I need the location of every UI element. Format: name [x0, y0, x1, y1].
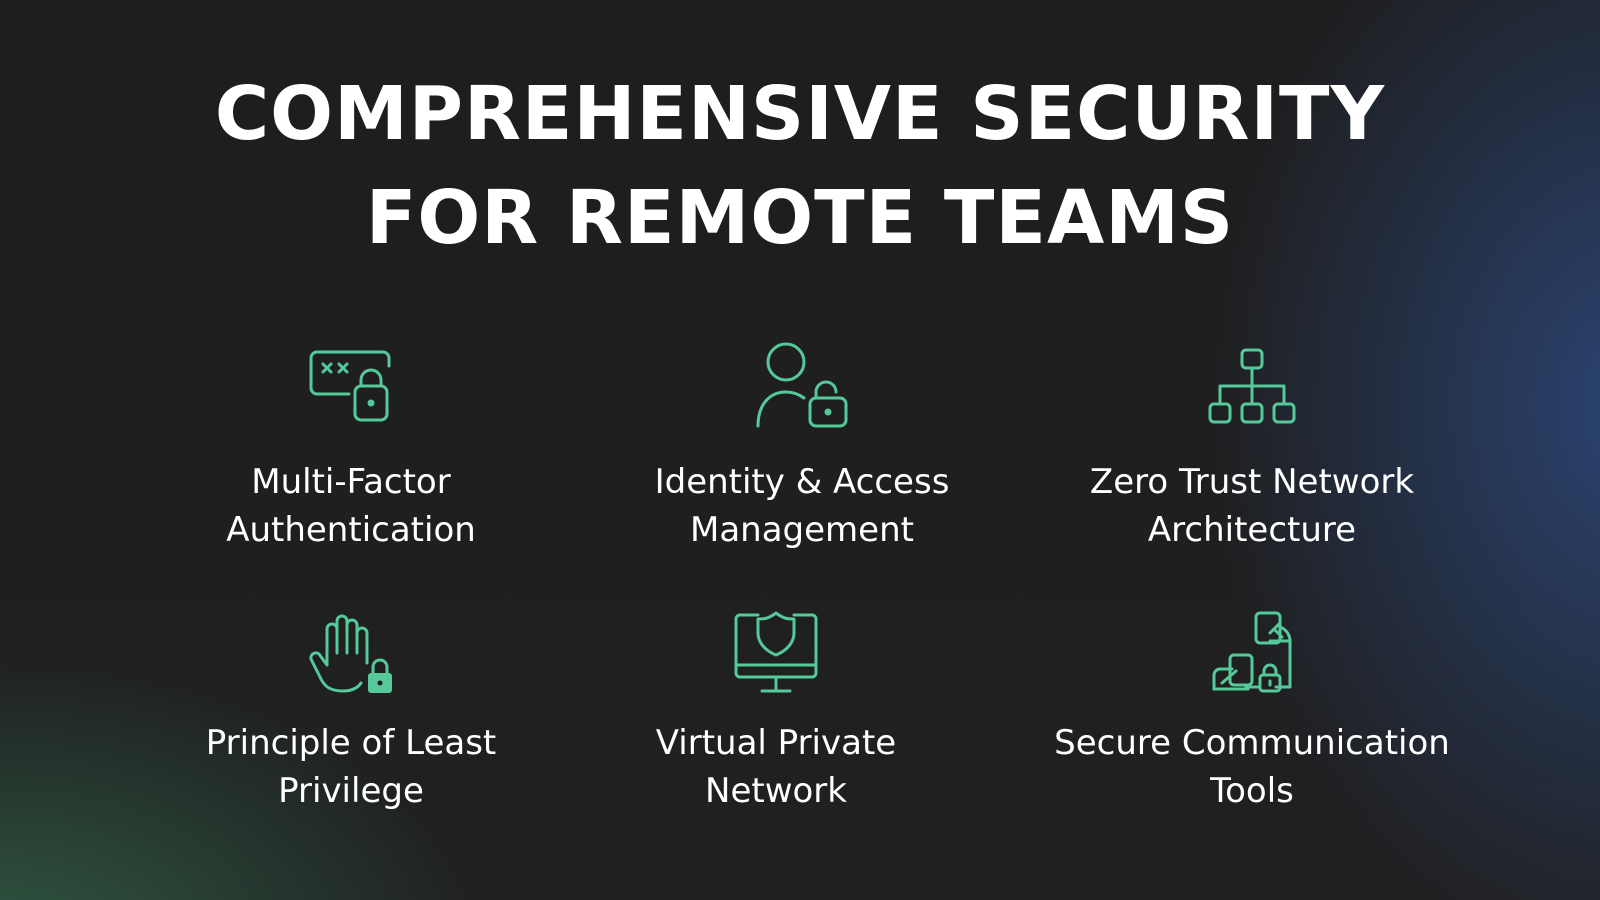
feature-zero-trust-network: Zero Trust Network Architecture — [1032, 342, 1472, 554]
secure-devices-icon — [1204, 607, 1300, 703]
feature-label-line-2: Privilege — [278, 771, 424, 811]
feature-secure-communication-tools: Secure Communication Tools — [1032, 607, 1472, 815]
feature-label-line-2: Tools — [1210, 771, 1294, 811]
network-hierarchy-icon — [1204, 342, 1300, 438]
feature-identity-access-management: Identity & Access Management — [582, 342, 1022, 554]
feature-multi-factor-authentication: Multi-Factor Authentication — [131, 342, 571, 554]
password-lock-icon — [303, 342, 399, 438]
feature-label-line-1: Secure Communication — [1054, 723, 1450, 763]
feature-label-line-1: Zero Trust Network — [1089, 462, 1415, 502]
feature-label-line-2: Network — [705, 771, 847, 811]
feature-label-line-1: Identity & Access — [654, 462, 950, 502]
feature-label-line-2: Architecture — [1147, 510, 1357, 550]
user-unlock-icon — [754, 342, 850, 438]
feature-label-line-2: Management — [690, 510, 914, 550]
monitor-shield-icon — [728, 607, 824, 703]
title-line-2: FOR REMOTE TEAMS — [365, 175, 1235, 261]
hand-lock-icon — [303, 607, 399, 703]
feature-label-line-1: Multi-Factor — [251, 462, 451, 502]
feature-virtual-private-network: Virtual Private Network — [556, 607, 996, 815]
title-line-1: COMPREHENSIVE SECURITY — [214, 71, 1386, 157]
feature-label-line-2: Authentication — [226, 510, 476, 550]
page-title: COMPREHENSIVE SECURITY FOR REMOTE TEAMS — [0, 62, 1600, 270]
feature-least-privilege: Principle of Least Privilege — [131, 607, 571, 815]
feature-label-line-1: Virtual Private — [655, 723, 897, 763]
feature-label-line-1: Principle of Least — [205, 723, 497, 763]
